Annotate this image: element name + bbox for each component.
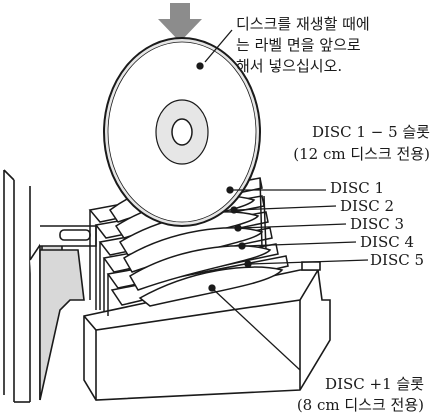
insert-arrow-icon: [158, 3, 202, 42]
instruction-line-1: 디스크를 재생할 때에: [236, 15, 370, 33]
disc-plus1-slot-title: DISC +1 슬롯: [325, 375, 424, 393]
disc-12cm: [103, 37, 261, 227]
disc-tray: [39, 249, 331, 401]
slot-label-disc-1: DISC 1: [330, 179, 385, 197]
slot-label-disc-2: DISC 2: [340, 197, 395, 215]
instruction-line-2: 는 라벨 면을 앞으로: [236, 36, 361, 54]
instruction-line-3: 해서 넣으십시오.: [236, 57, 343, 75]
slot-label-disc-3: DISC 3: [350, 215, 405, 233]
slot-label-disc-5: DISC 5: [370, 251, 425, 269]
callout-lines: [196, 29, 369, 371]
disc-1-5-slot-note: (12 cm 디스크 전용): [293, 145, 430, 163]
disc-plus1-slot-note: (8 cm 디스크 전용): [296, 396, 424, 414]
slot-label-disc-4: DISC 4: [360, 233, 415, 251]
disc-1-5-slot-title: DISC 1 − 5 슬롯: [311, 123, 430, 141]
changer-housing: [3, 169, 97, 403]
